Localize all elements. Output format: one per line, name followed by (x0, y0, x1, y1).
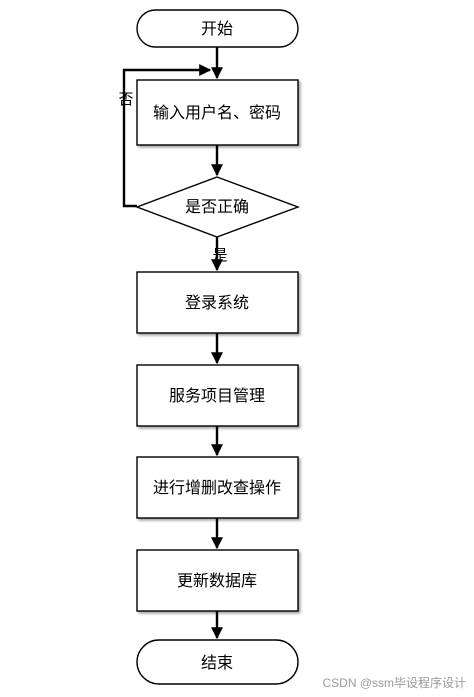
node-crud: 进行增删改查操作 (136, 456, 299, 519)
node-end: 结束 (136, 639, 299, 685)
node-update-label: 更新数据库 (177, 571, 257, 590)
edge-check-no-loop (122, 64, 212, 208)
node-check: 是否正确 (135, 176, 301, 238)
node-input: 输入用户名、密码 (136, 79, 299, 146)
node-check-label: 是否正确 (185, 197, 249, 216)
node-login-label: 登录系统 (185, 293, 249, 312)
edge-label-yes: 是 (212, 246, 227, 264)
node-manage-label: 服务项目管理 (169, 386, 265, 405)
node-start-label: 开始 (201, 19, 233, 38)
node-crud-label: 进行增删改查操作 (153, 478, 281, 497)
watermark: CSDN @ssm毕设程序设计 (322, 676, 466, 690)
node-start: 开始 (136, 9, 299, 48)
node-input-label: 输入用户名、密码 (153, 103, 281, 122)
node-update: 更新数据库 (136, 549, 299, 612)
edge-label-no: 否 (118, 90, 133, 108)
node-login: 登录系统 (136, 271, 299, 334)
node-manage: 服务项目管理 (136, 364, 299, 427)
node-end-label: 结束 (201, 653, 233, 672)
